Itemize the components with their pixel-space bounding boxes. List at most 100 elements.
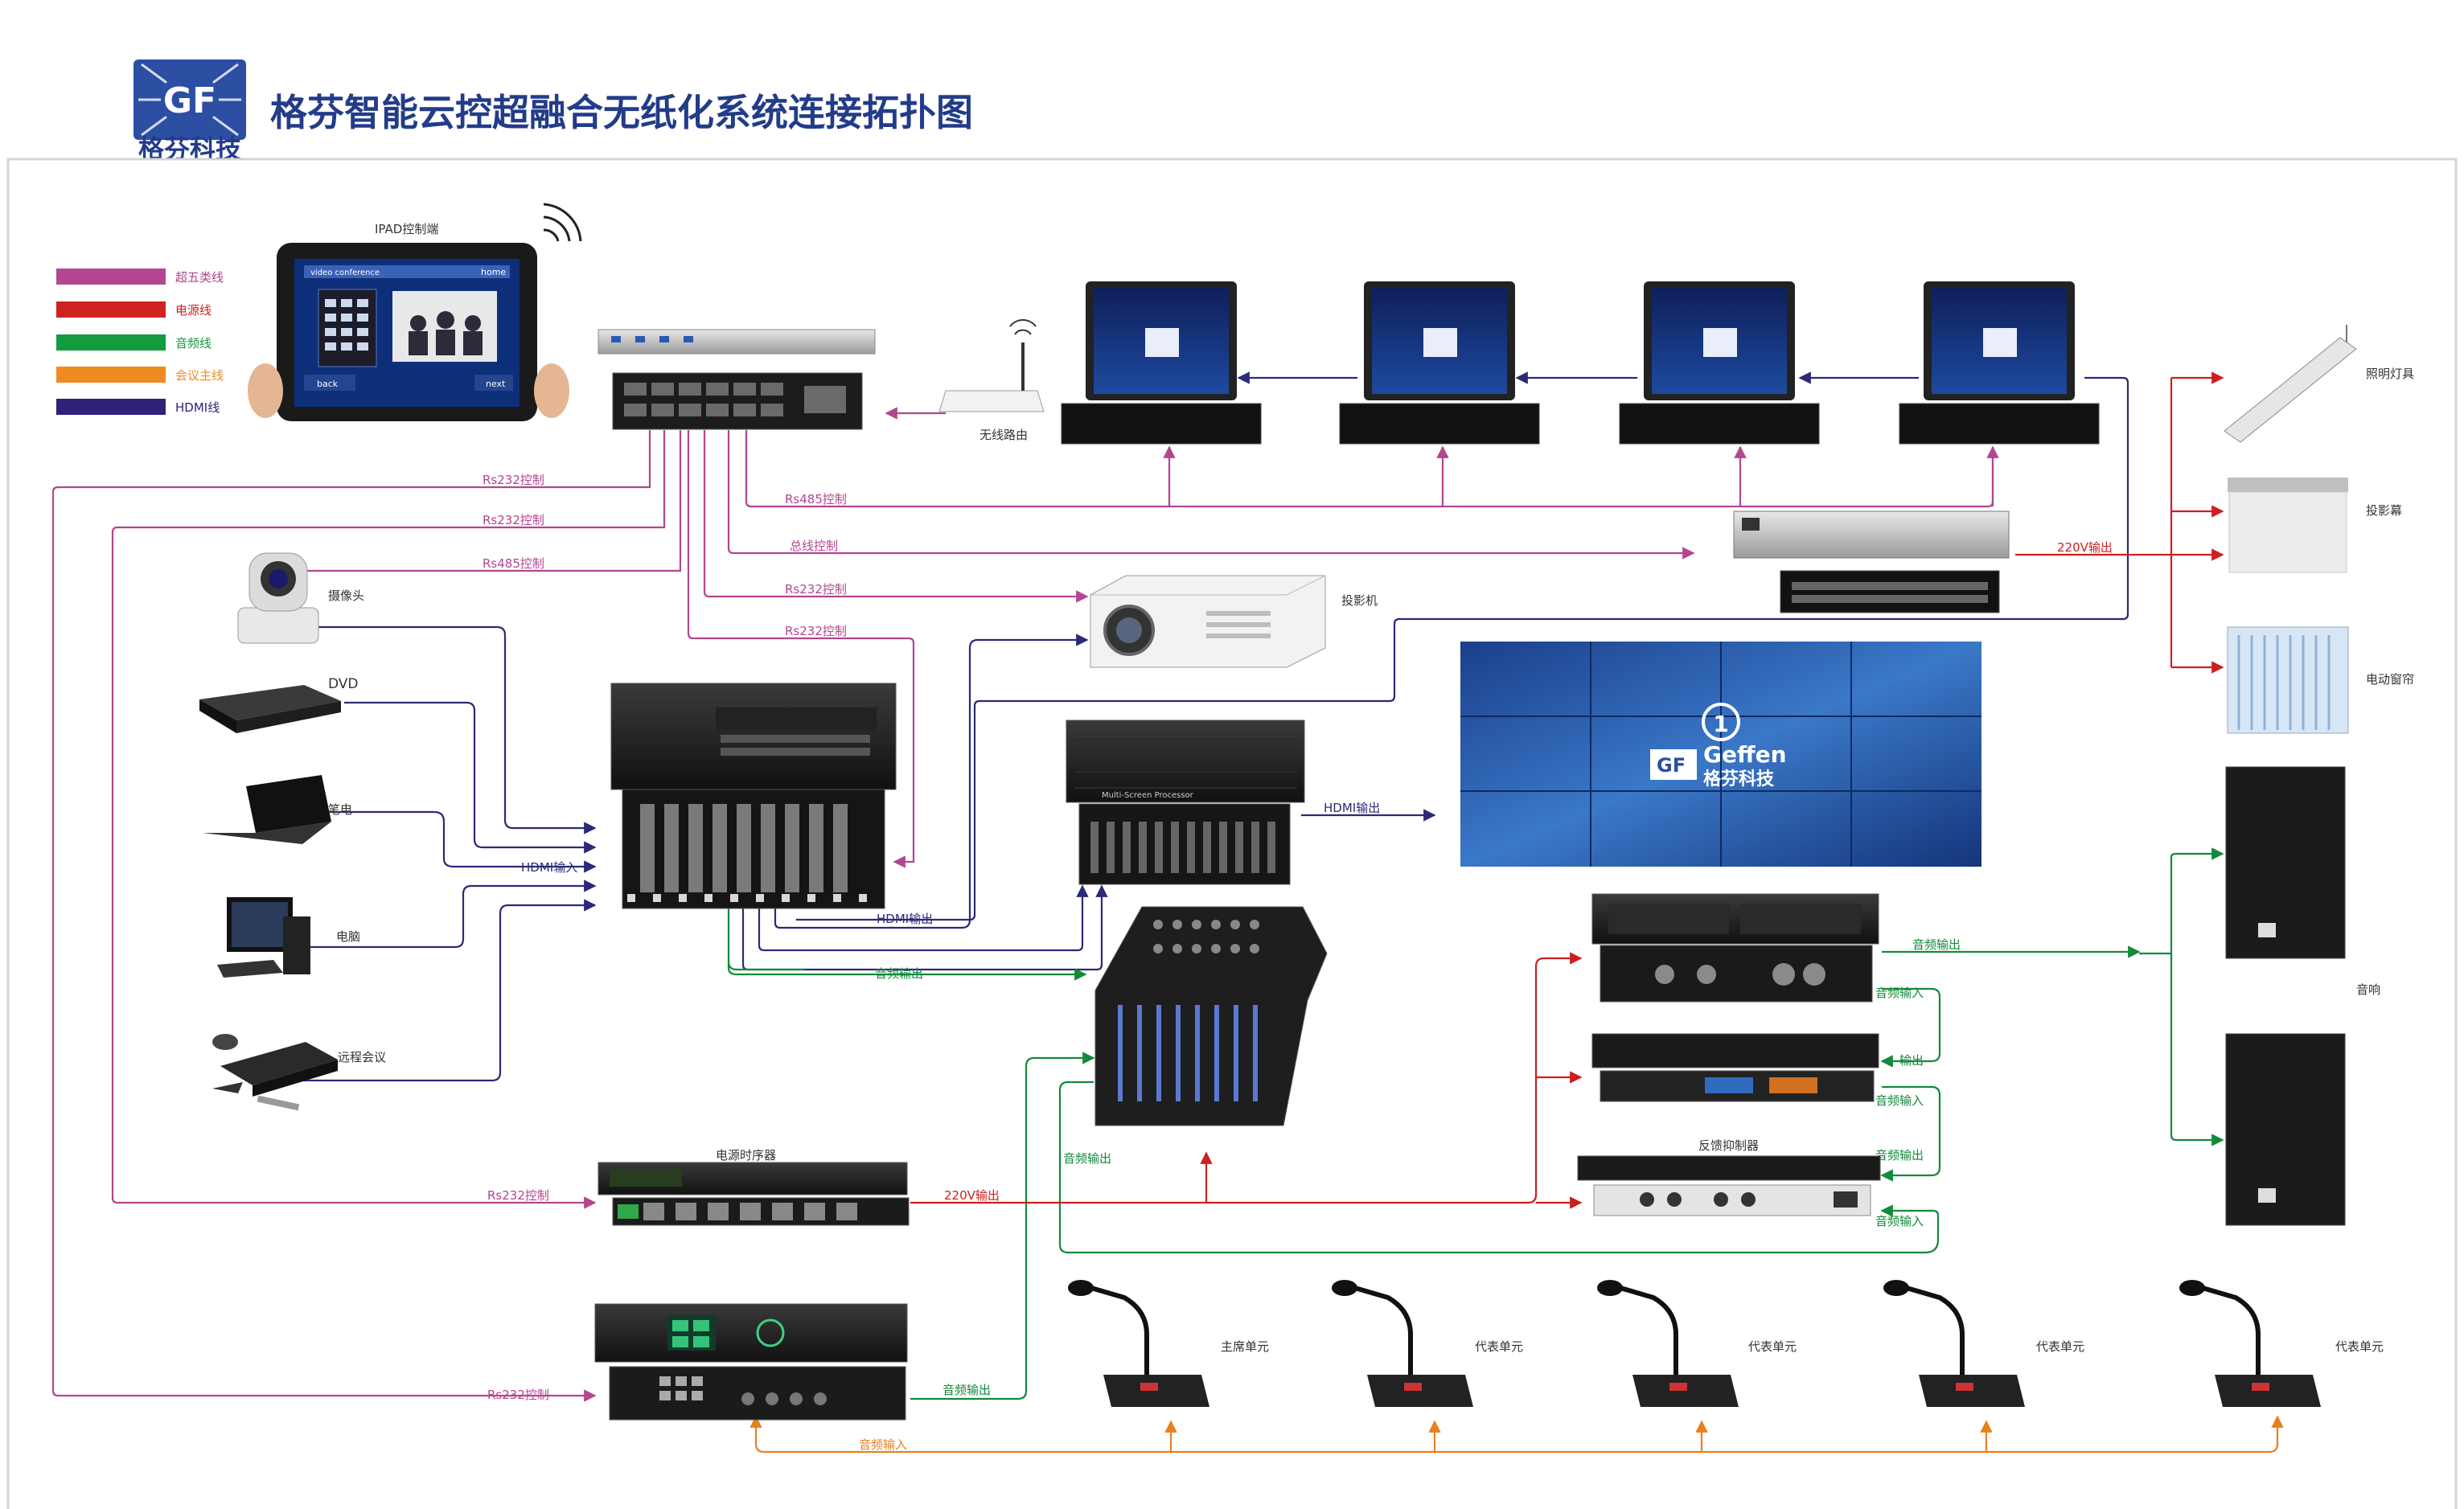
central-control-host[interactable] — [598, 329, 876, 430]
legend-swatch — [56, 269, 166, 285]
label-audio-in: 音频输入 — [1875, 986, 1924, 1000]
electric-curtain[interactable]: 电动窗帘 — [2227, 626, 2414, 734]
label-rs485: Rs485控制 — [785, 492, 847, 506]
lift-terminal[interactable] — [1339, 281, 1540, 445]
delegate-unit-label: 代表单元 — [1748, 1339, 1797, 1354]
legend-swatch — [56, 334, 166, 351]
legend-item: 会议主线 — [56, 367, 224, 383]
power-sequencer[interactable]: 电源时序器 — [598, 1148, 910, 1226]
connections — [51, 371, 2284, 1454]
ipad-back-button[interactable]: back — [317, 379, 339, 389]
dvd-label: DVD — [328, 676, 359, 692]
ipad-screen-title: video conference — [310, 269, 380, 277]
conference-host[interactable] — [594, 1303, 908, 1421]
delegate-unit-label: 代表单元 — [2335, 1339, 2384, 1354]
projector[interactable]: 投影机 — [1090, 575, 1378, 668]
audio-processor[interactable] — [1591, 1033, 1879, 1102]
laptop-label: 笔电 — [328, 802, 352, 817]
legend-swatch — [56, 301, 166, 318]
label-rs232: Rs232控制 — [785, 624, 847, 638]
label-hdmi-in: HDMI输入 — [521, 860, 577, 875]
label-audio-in: 音频输入 — [859, 1437, 907, 1452]
speaker[interactable] — [2225, 766, 2346, 959]
label-audio-out: 音频输出 — [1912, 937, 1961, 952]
wifi-icon — [543, 203, 582, 242]
label-output: 输出 — [1899, 1053, 1924, 1068]
legend-item: 电源线 — [56, 301, 211, 318]
label-bus-control: 总线控制 — [790, 539, 838, 553]
ipad-home-button[interactable]: home — [481, 267, 506, 277]
matrix-switcher[interactable] — [610, 683, 897, 909]
power-relay-controller[interactable] — [1733, 511, 2010, 613]
projection-screen[interactable]: 投影幕 — [2228, 478, 2402, 573]
label-rs485: Rs485控制 — [483, 556, 544, 571]
label-audio-out: 音频输出 — [1875, 1148, 1924, 1163]
label-audio-in: 音频输入 — [1875, 1214, 1924, 1228]
legend-label: 超五类线 — [175, 270, 224, 285]
label-220v: 220V输出 — [2057, 540, 2113, 555]
delegate-unit-label: 代表单元 — [1475, 1339, 1523, 1354]
legend-label: 电源线 — [175, 303, 211, 318]
screen-label: 投影幕 — [2366, 503, 2402, 518]
label-rs232: Rs232控制 — [483, 473, 544, 487]
video-wall[interactable]: 1 GF Geffen 格芬科技 — [1460, 642, 1981, 867]
laptop[interactable]: 笔电 — [203, 775, 352, 844]
svg-text:GF: GF — [1657, 754, 1686, 777]
label-audio-out: 音频输出 — [1063, 1151, 1111, 1166]
multi-screen-processor[interactable]: Multi-Screen Processor — [1066, 720, 1305, 885]
legend-swatch — [56, 367, 166, 383]
speaker-label: 音响 — [2356, 982, 2380, 997]
lighting-fixture[interactable]: 照明灯具 — [2224, 325, 2414, 443]
ipad-next-button[interactable]: next — [486, 379, 506, 389]
speaker[interactable] — [2225, 1033, 2346, 1226]
router-label: 无线路由 — [979, 428, 1028, 442]
video-conference-codec[interactable]: 远程会议 — [212, 1034, 386, 1111]
delegate-mic-unit[interactable]: 代表单元 — [1332, 1280, 1523, 1407]
company-logo: GF 格芬科技 — [133, 59, 246, 164]
lift-terminal[interactable] — [1899, 281, 2100, 445]
page-title: 格芬智能云控超融合无纸化系统连接拓扑图 — [270, 91, 973, 134]
lift-terminal[interactable] — [1061, 281, 1262, 445]
feedback-label: 反馈抑制器 — [1698, 1138, 1759, 1153]
chair-mic-unit[interactable]: 主席单元 — [1068, 1280, 1269, 1407]
feedback-suppressor[interactable]: 反馈抑制器 — [1577, 1138, 1881, 1216]
header: GF 格芬科技 格芬智能云控超融合无纸化系统连接拓扑图 — [133, 59, 973, 164]
delegate-mic-unit[interactable]: 代表单元 — [2179, 1280, 2384, 1407]
dvd-player[interactable]: DVD — [199, 676, 359, 733]
legend-label: HDMI线 — [175, 400, 220, 415]
delegate-mic-unit[interactable]: 代表单元 — [1883, 1280, 2084, 1407]
wall-brand-en: Geffen — [1703, 741, 1787, 768]
legend-label: 音频线 — [175, 336, 211, 351]
ipad-controller[interactable]: video conference home back next IPAD控制端 — [248, 203, 582, 421]
label-rs232: Rs232控制 — [487, 1188, 549, 1203]
delegate-unit-label: 代表单元 — [2036, 1339, 2084, 1354]
power-amplifier[interactable] — [1591, 893, 1879, 1003]
remote-label: 远程会议 — [338, 1050, 386, 1064]
label-220v: 220V输出 — [944, 1188, 1000, 1203]
desktop-pc[interactable]: 电脑 — [217, 897, 360, 978]
chair-unit-label: 主席单元 — [1221, 1339, 1269, 1354]
pc-label: 电脑 — [336, 929, 360, 944]
label-audio-out: 音频输出 — [875, 966, 923, 981]
ipad-label: IPAD控制端 — [375, 222, 438, 236]
lift-terminal[interactable] — [1619, 281, 1820, 445]
legend-item: 音频线 — [56, 334, 211, 351]
label-hdmi-out: HDMI输出 — [877, 912, 933, 926]
legend-label: 会议主线 — [175, 368, 224, 383]
label-rs232: Rs232控制 — [487, 1388, 549, 1402]
connection-labels: Rs232控制 Rs232控制 Rs485控制 Rs485控制 总线控制 Rs2… — [483, 473, 2113, 1452]
delegate-mic-unit[interactable]: 代表单元 — [1597, 1280, 1797, 1407]
label-rs232: Rs232控制 — [785, 582, 847, 597]
processor-label: Multi-Screen Processor — [1102, 791, 1194, 800]
wall-brand-cn: 格芬科技 — [1703, 769, 1775, 789]
frame-border — [6, 158, 2458, 1509]
wifi-icon — [1009, 319, 1037, 335]
svg-text:GF: GF — [163, 80, 216, 121]
label-audio-in: 音频输入 — [1875, 1093, 1924, 1108]
audio-mixer[interactable] — [1094, 906, 1328, 1126]
legend: 超五类线 电源线 音频线 会议主线 HDMI线 — [56, 269, 224, 415]
ptz-camera[interactable]: 摄像头 — [237, 552, 364, 644]
svg-text:1: 1 — [1713, 711, 1728, 737]
wireless-router[interactable]: 无线路由 — [938, 319, 1045, 442]
